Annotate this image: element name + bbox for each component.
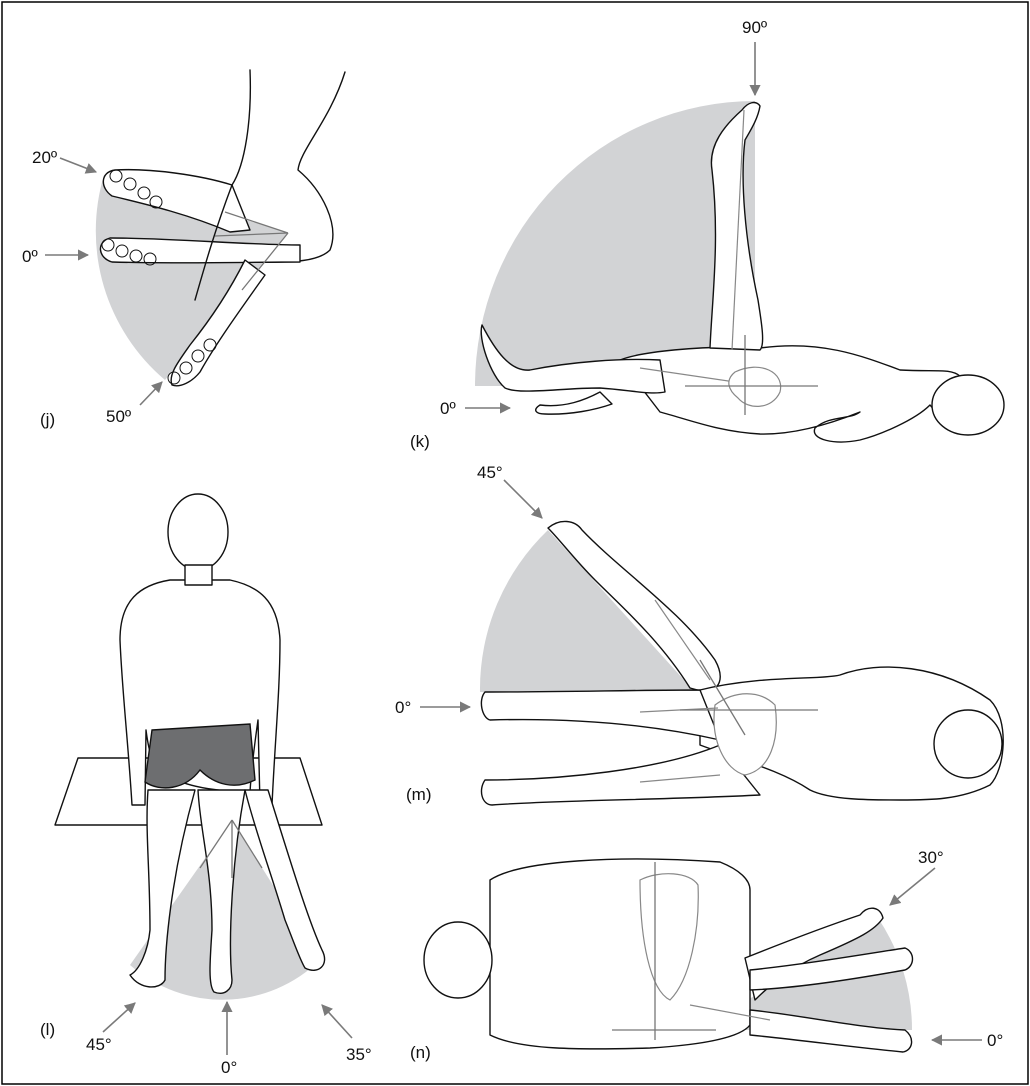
panel-n-angle-0: 0° bbox=[987, 1031, 1003, 1050]
panel-l-angle-0: 0° bbox=[221, 1058, 237, 1077]
panel-j-angle-20: 20º bbox=[32, 148, 57, 167]
panel-l: 45° 0° 35° (l) bbox=[40, 494, 372, 1077]
panel-m-label: (m) bbox=[406, 785, 431, 804]
panel-n-torso bbox=[490, 859, 750, 1049]
panel-m-straight-leg bbox=[481, 690, 720, 740]
panel-k: 90º 0º (k) bbox=[410, 18, 1004, 451]
panel-n: 30° 0° (n) bbox=[410, 848, 1003, 1062]
panel-n-angle-30: 30° bbox=[918, 848, 944, 867]
panel-k-angle-0: 0º bbox=[440, 399, 456, 418]
panel-m-angle-45: 45° bbox=[477, 463, 503, 482]
panel-l-head bbox=[168, 494, 228, 570]
panel-l-angle-45: 45° bbox=[86, 1035, 112, 1054]
panel-m-angle-0: 0° bbox=[395, 698, 411, 717]
panel-j-label: (j) bbox=[40, 410, 55, 429]
panel-n-label: (n) bbox=[410, 1043, 431, 1062]
panel-l-neck bbox=[185, 565, 212, 585]
panel-k-bent-foot bbox=[536, 392, 612, 414]
panel-j-angle-0: 0º bbox=[22, 247, 38, 266]
panel-m-head bbox=[934, 710, 1002, 778]
panel-n-head bbox=[424, 922, 492, 998]
panel-m: 45° 0° (m) bbox=[395, 463, 1003, 805]
panel-l-angle-35: 35° bbox=[346, 1045, 372, 1064]
panel-j: 20º 0º 50º (j) bbox=[22, 70, 345, 429]
panel-j-angle-50: 50º bbox=[106, 407, 131, 426]
panel-l-label: (l) bbox=[40, 1020, 55, 1039]
panel-k-label: (k) bbox=[410, 432, 430, 451]
panel-k-head bbox=[932, 375, 1004, 435]
panel-l-arrows bbox=[103, 1002, 352, 1055]
panel-k-angle-90: 90º bbox=[742, 18, 767, 37]
